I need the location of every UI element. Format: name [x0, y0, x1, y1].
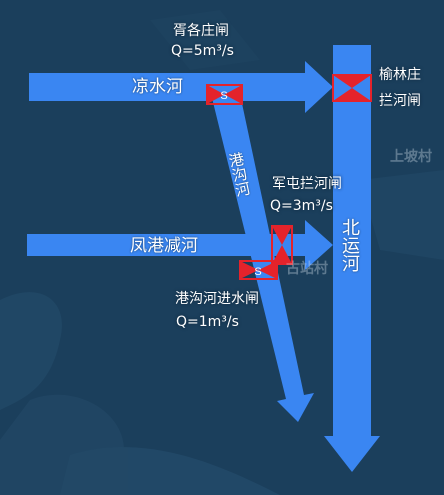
juntun-gate-flow: Q=3m³/s	[270, 198, 333, 214]
gangou-gate-name: 港沟河进水闸	[175, 291, 259, 307]
svg-text:S: S	[220, 90, 227, 102]
gangou-gate-icon[interactable]: S	[239, 260, 278, 280]
fenggang-river-label: 凤港减河	[130, 236, 198, 256]
juntun-gate-name: 军屯拦河闸	[272, 176, 342, 192]
yulin-gate-name-line1: 榆林庄	[379, 67, 421, 83]
liangshui-river-label: 凉水河	[132, 77, 183, 97]
yulin-gate-name-line2: 拦河闸	[379, 93, 421, 109]
xuge-gate-flow: Q=5m³/s	[171, 43, 234, 59]
gangou-river-shape	[212, 94, 314, 422]
terrain-layer	[0, 10, 444, 495]
liangshui-river-shape	[29, 61, 333, 113]
place-label-shangpo: 上坡村	[390, 149, 432, 165]
xuge-gate-icon[interactable]: S	[206, 84, 243, 105]
beiyun-river-label: 北运河	[339, 218, 360, 272]
gangou-gate-flow: Q=1m³/s	[176, 314, 239, 330]
fenggang-river-shape	[27, 220, 333, 270]
place-label-guzhan: 古站村	[286, 261, 328, 277]
juntun-gate-icon[interactable]	[271, 225, 293, 265]
yulin-gate-icon[interactable]	[332, 74, 372, 102]
svg-text:S: S	[254, 266, 261, 278]
beiyun-river-shape	[324, 45, 380, 472]
xuge-gate-name: 胥各庄闸	[173, 23, 229, 39]
